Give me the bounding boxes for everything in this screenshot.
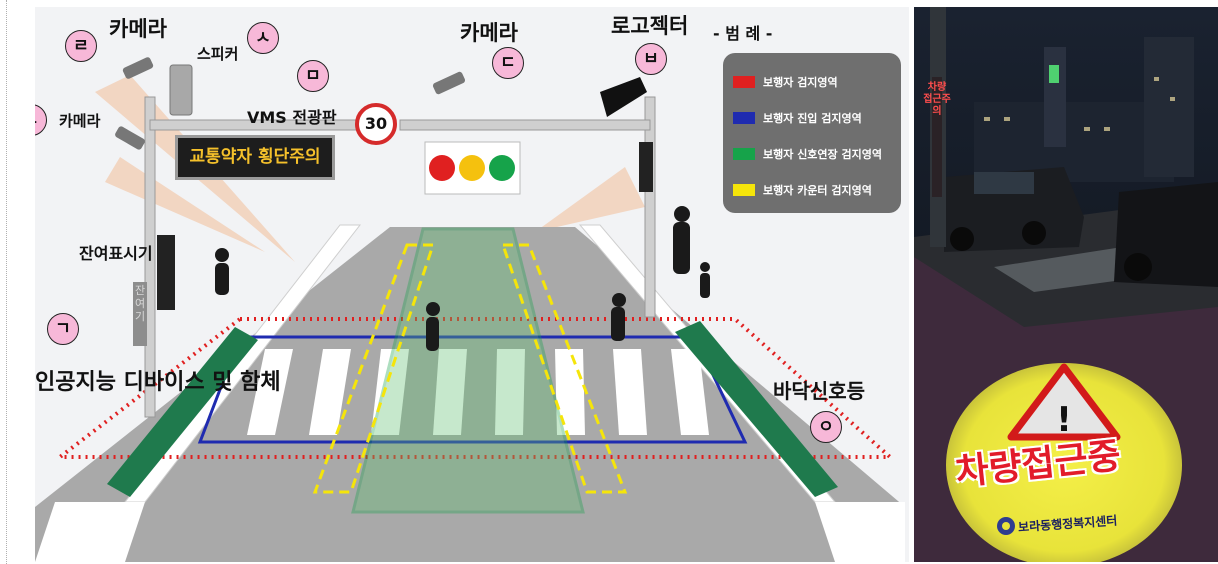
- marker-bieup: ㅂ: [635, 43, 667, 75]
- traffic-light-yellow: [459, 155, 485, 181]
- legend-label: 보행자 신호연장 검지영역: [763, 148, 882, 161]
- label-projector: 로고젝터: [611, 14, 689, 38]
- road-near: [35, 507, 905, 562]
- marker-mieum: ㅁ: [297, 60, 329, 92]
- remaining-indicator-box: 잔여기: [133, 282, 147, 346]
- crosswalk-scene: [35, 57, 905, 562]
- speed-limit-sign: 30: [355, 103, 397, 145]
- marker-siot: ㅅ: [247, 22, 279, 54]
- yellow-counter-zone-left: [312, 243, 436, 494]
- marker-digeut: ㄷ: [492, 47, 524, 79]
- legend-label: 보행자 진입 검지영역: [763, 112, 862, 125]
- car-right: [1114, 182, 1218, 287]
- marker-giyeok: ㄱ: [47, 313, 79, 345]
- marker-ieung: ㅇ: [810, 411, 842, 443]
- legend-title: - 범 례 -: [713, 24, 773, 43]
- label-ai-device: 인공지능 디바이스 및 함체: [35, 370, 281, 395]
- label-camera-center: 카메라: [460, 21, 518, 45]
- marker-rieul: ㄹ: [65, 30, 97, 62]
- camera-cone-digeut: [535, 167, 645, 232]
- label-vms: VMS 전광판: [247, 108, 337, 127]
- legend-swatch-red: [733, 76, 755, 88]
- legend-label: 보행자 카운터 검지영역: [763, 184, 872, 197]
- legend-swatch-blue: [733, 112, 755, 124]
- label-floor-signal: 바닥신호등: [773, 379, 865, 403]
- label-speaker: 스피커: [197, 45, 239, 63]
- vms-sign: 교통약자 횡단주의: [175, 135, 335, 180]
- yellow-counter-zone-right: [500, 243, 628, 494]
- legend-swatch-yellow: [733, 184, 755, 196]
- pole-left: [144, 96, 156, 418]
- arm-right: [399, 119, 651, 131]
- crosswalk-diagram: 보행자 검지영역 보행자 진입 검지영역 보행자 신호연장 검지영역 보행자 카…: [35, 7, 909, 562]
- road-surface: [35, 227, 905, 507]
- svg-text:!: !: [1056, 400, 1072, 440]
- legend-swatch-green: [733, 148, 755, 160]
- floor-signal-strip-right: [675, 321, 838, 497]
- label-remaining-indicator: 잔여표시기: [79, 244, 153, 263]
- sidewalk-right-base: [815, 502, 905, 562]
- ped-signal-left: [157, 235, 175, 310]
- label-camera-left: 카메라: [59, 112, 101, 130]
- page-divider-line: [6, 0, 8, 564]
- car-left: [944, 167, 1084, 252]
- red-detection-zone: [54, 317, 896, 459]
- legend-box: 보행자 검지영역 보행자 진입 검지영역 보행자 신호연장 검지영역 보행자 카…: [723, 53, 901, 213]
- green-extension-zone: [351, 227, 585, 514]
- crosswalk-stripes: [247, 349, 709, 435]
- camera-icons: [115, 57, 466, 150]
- blue-entry-zone: [197, 335, 748, 444]
- pedestrian-figures: [215, 206, 710, 351]
- night-street-photo: ! 차량접근중 보라동행정복지센터 차량 접근주의: [914, 7, 1218, 562]
- sidewalk-left-base: [35, 502, 145, 562]
- legend-label: 보행자 검지영역: [763, 76, 838, 89]
- org-logo-icon: [997, 517, 1015, 535]
- traffic-light-red: [429, 155, 455, 181]
- night-street-scene: !: [914, 7, 1218, 562]
- speaker-box: [169, 64, 193, 116]
- floor-signal-strip-left: [107, 327, 258, 497]
- vms-sign-text: 교통약자 횡단주의: [189, 147, 321, 167]
- pole-right: [644, 96, 656, 318]
- warning-triangle-icon: [1007, 363, 1121, 441]
- label-camera-top: 카메라: [109, 17, 167, 41]
- pole-led-text: 차량 접근주의: [923, 82, 951, 117]
- traffic-light-green: [489, 155, 515, 181]
- projector-icon: [600, 77, 647, 117]
- floor-projection-circle: [946, 363, 1182, 562]
- ped-signal-right: [639, 142, 653, 192]
